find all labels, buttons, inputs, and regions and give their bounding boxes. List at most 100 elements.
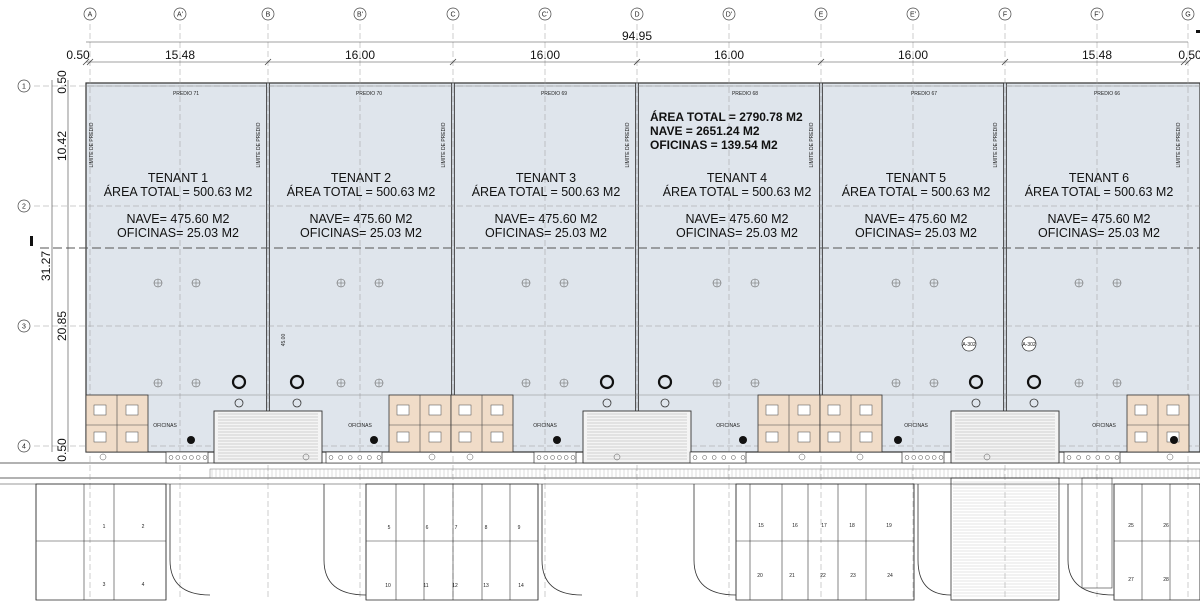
- planter-shrub: [536, 455, 542, 460]
- bollard: [428, 453, 436, 461]
- bollard: [798, 453, 806, 461]
- parking-number: 10: [385, 583, 391, 589]
- section-cut-marker-left: [30, 236, 33, 246]
- grid-bubble-col: [814, 7, 828, 21]
- limite-label: LIMITE DE PREDIO: [441, 122, 447, 167]
- grid-bubble-row-label: 2: [22, 204, 26, 211]
- tenant-area-total: ÁREA TOTAL = 500.63 M2: [842, 184, 991, 199]
- column-marker-small: [602, 398, 612, 408]
- office-desk: [797, 404, 811, 416]
- parking-number: 18: [849, 523, 855, 529]
- planter-shrub: [338, 455, 343, 460]
- limite-label: LIMITE DE PREDIO: [89, 122, 95, 167]
- parking-number: 2: [142, 524, 145, 530]
- building-outline: [85, 82, 1200, 453]
- parking-number: 9: [518, 525, 521, 531]
- parking-number: 14: [518, 583, 524, 589]
- planter-shrub: [702, 455, 707, 460]
- tenant-nave: NAVE= 475.60 M2: [127, 212, 230, 226]
- grid-bubble-col-label: B': [357, 12, 363, 19]
- planter-shrub: [931, 455, 937, 460]
- grid-bubble-col: [173, 7, 187, 21]
- tenant-area-total: ÁREA TOTAL = 500.63 M2: [663, 184, 812, 199]
- planter-shrub: [911, 455, 917, 460]
- tenant-area-total: ÁREA TOTAL = 500.63 M2: [472, 184, 621, 199]
- oficinas-label: OFICINAS: [533, 423, 557, 429]
- tenant-area-total: ÁREA TOTAL = 500.63 M2: [287, 184, 436, 199]
- grid-bubble-col-label: G: [1185, 12, 1190, 19]
- bollard: [983, 453, 991, 461]
- dock-platform: [582, 410, 692, 464]
- grid-bubble-col-label: A': [177, 12, 183, 19]
- planter-shrub: [168, 455, 174, 460]
- column-marker: [231, 374, 247, 390]
- planter-shrub: [740, 455, 746, 460]
- office-desk: [93, 431, 107, 443]
- column-marker-small: [971, 398, 981, 408]
- tenant-area-total: ÁREA TOTAL = 500.63 M2: [104, 184, 253, 199]
- planter-shrub: [543, 455, 549, 460]
- office-desk: [125, 404, 139, 416]
- oficinas-label: OFICINAS: [1092, 423, 1116, 429]
- grid-bubble-row-label: 3: [22, 324, 26, 331]
- inner-dim-text: 45.00: [281, 334, 287, 347]
- grid-bubble-row-label: 4: [22, 444, 26, 451]
- planter-shrub: [918, 455, 923, 460]
- grid-bubble-col: [1181, 7, 1195, 21]
- parking-number: 23: [850, 573, 856, 579]
- planter-shrub: [1095, 455, 1101, 460]
- tenant-name: TENANT 4: [707, 171, 767, 185]
- grid-bubble-col: [1090, 7, 1104, 21]
- planter-shrub: [563, 455, 569, 460]
- predio-label: PREDIO 70: [356, 91, 382, 97]
- grid-bubble-col-label: D': [726, 12, 732, 19]
- dock-platform: [950, 410, 1060, 464]
- bollard: [466, 453, 474, 461]
- loading-dock: [213, 410, 323, 464]
- drive-curve: [1067, 484, 1115, 596]
- office-desk: [93, 404, 107, 416]
- grid-bubble-col: [630, 7, 644, 21]
- office-desk: [396, 404, 410, 416]
- predio-label: PREDIO 71: [173, 91, 199, 97]
- planter: [901, 451, 945, 464]
- column-marker-small: [234, 398, 244, 408]
- planter-shrub: [1105, 455, 1110, 460]
- parking-number: 25: [1128, 523, 1134, 529]
- predio-label: PREDIO 68: [732, 91, 758, 97]
- column-marker: [289, 374, 305, 390]
- overall-dim-text: 94.95: [622, 29, 652, 43]
- tenant-name: TENANT 2: [331, 171, 391, 185]
- parking-number: 28: [1163, 577, 1169, 583]
- parking-number: 4: [142, 582, 145, 588]
- oficinas-label: OFICINAS: [716, 423, 740, 429]
- column-marker: [657, 374, 673, 390]
- oficinas-label: OFICINAS: [904, 423, 928, 429]
- column-marker-small: [292, 398, 302, 408]
- column-dim-text: 0.50: [1178, 48, 1200, 62]
- planter-shrub: [1076, 455, 1081, 460]
- grid-bubble-col-label: F': [1094, 12, 1100, 19]
- planter: [325, 451, 383, 464]
- planter-shrub: [357, 455, 363, 460]
- grid-bubble-col-label: C: [450, 12, 455, 19]
- planter: [689, 451, 747, 464]
- tenant-nave: NAVE= 475.60 M2: [310, 212, 413, 226]
- office-desk: [827, 431, 841, 443]
- office-desk: [1134, 404, 1148, 416]
- dim-tick: [264, 58, 272, 66]
- grid-bubble-col: [446, 7, 460, 21]
- office-desk: [458, 404, 472, 416]
- grid-bubble-col-label: E: [819, 12, 824, 19]
- planter-shrub: [347, 455, 353, 460]
- accessibility-icon: [1170, 436, 1178, 444]
- grid-bubble-row-label: 1: [22, 84, 26, 91]
- bollard: [99, 453, 107, 461]
- office-block: [85, 394, 149, 453]
- planter: [533, 451, 577, 464]
